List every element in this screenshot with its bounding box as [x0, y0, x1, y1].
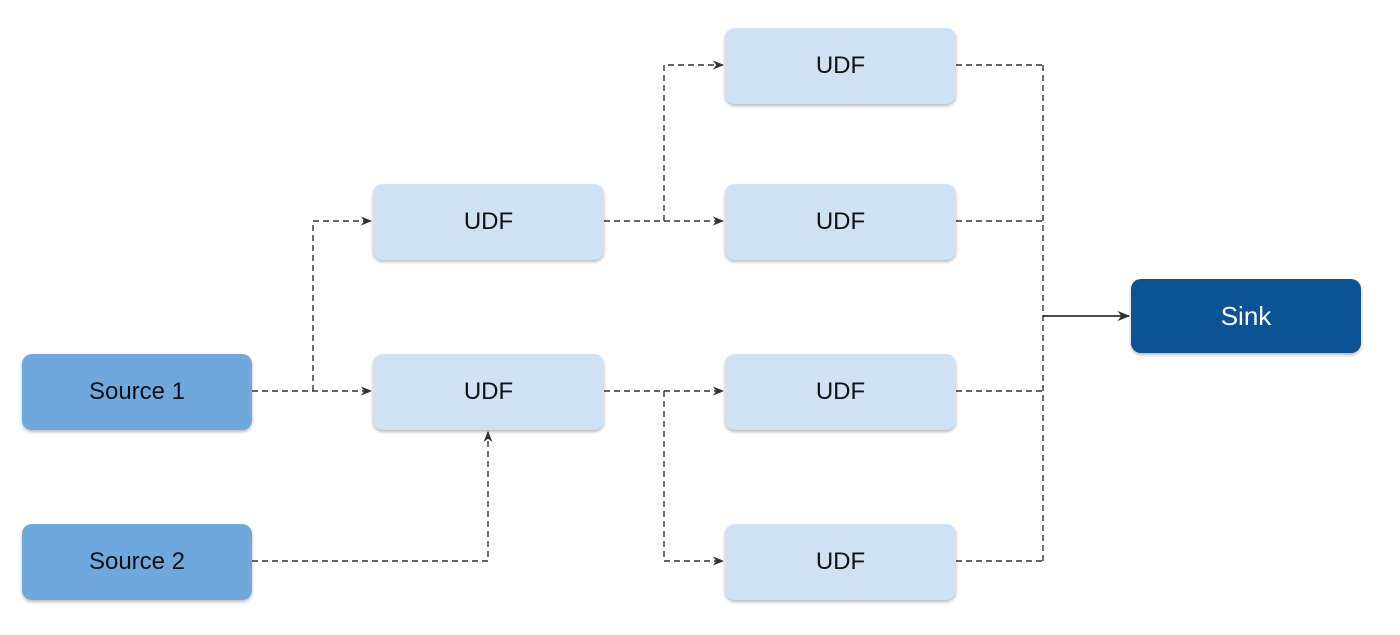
udf-label: UDF	[815, 52, 866, 79]
edge-udf-b-to-udf-f	[663, 391, 725, 566]
udf-node-bottom-right: UDF	[725, 524, 956, 600]
source-1-label: Source 1	[88, 378, 186, 405]
udf-node-third-right: UDF	[725, 354, 956, 430]
edge-source2-to-udf-b	[252, 430, 493, 562]
udf-node-upper-middle: UDF	[373, 184, 604, 260]
udf-node-second-right: UDF	[725, 184, 956, 260]
udf-label: UDF	[815, 548, 866, 575]
sink-node: Sink	[1131, 279, 1361, 353]
udf-label: UDF	[463, 208, 514, 235]
udf-label: UDF	[815, 208, 866, 235]
source-2-label: Source 2	[88, 548, 186, 575]
edge-source1-to-udf-a	[312, 216, 373, 391]
udf-node-top-right: UDF	[725, 28, 956, 104]
edge-udf-a-to-udf-c	[663, 60, 725, 221]
udf-node-lower-middle: UDF	[373, 354, 604, 430]
source-1-node: Source 1	[22, 354, 252, 430]
udf-label: UDF	[815, 378, 866, 405]
udf-label: UDF	[463, 378, 514, 405]
source-2-node: Source 2	[22, 524, 252, 600]
sink-label: Sink	[1220, 300, 1272, 331]
